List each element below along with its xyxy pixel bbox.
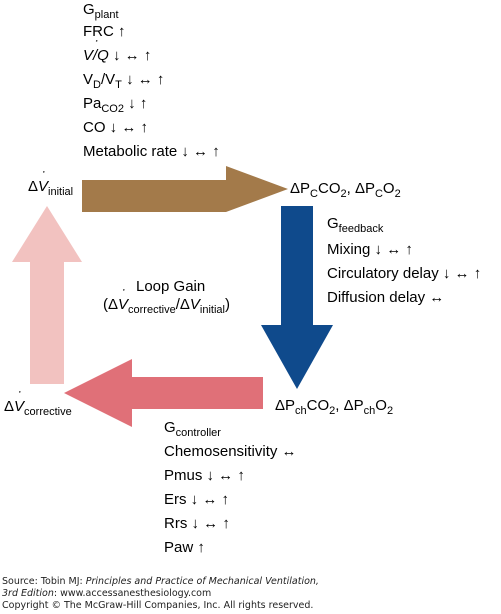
- plant-list: FRC ↑ V/Q ↓ ↔ ↑ VD/VT ↓ ↔ ↑ PaCO2 ↓ ↑ CO…: [83, 20, 220, 164]
- copyright-line: Copyright © The McGraw-Hill Companies, I…: [2, 600, 314, 611]
- controller-item-rrs: Rrs ↓ ↔ ↑: [164, 515, 230, 532]
- plant-item-vq: V/Q ↓ ↔ ↑: [83, 35, 220, 68]
- feedback-list: Mixing ↓ ↔ ↑ Circulatory delay ↓ ↔ ↑ Dif…: [327, 238, 481, 310]
- plant-item-co: CO ↓ ↔ ↑: [83, 119, 149, 136]
- feedback-item-mixing: Mixing ↓ ↔ ↑: [327, 241, 413, 258]
- plant-item-paco2: PaCO2 ↓ ↑: [83, 95, 148, 115]
- controller-title: Gcontroller: [164, 419, 221, 439]
- controller-list: Chemosensitivity ↔ Pmus ↓ ↔ ↑ Ers ↓ ↔ ↑ …: [164, 440, 297, 560]
- controller-item-paw: Paw ↑: [164, 539, 205, 556]
- plant-title: Gplant: [83, 1, 119, 21]
- controller-item-chemosensitivity: Chemosensitivity ↔: [164, 443, 297, 460]
- feedback-arrow: [261, 206, 333, 389]
- edition-line: 3rd Edition: www.accessanesthesiology.co…: [2, 588, 212, 599]
- loop-gain-formula: (ΔVcorrective/ΔVinitial): [103, 287, 230, 319]
- feedback-title: Gfeedback: [327, 215, 384, 235]
- node-delta-pch: ΔPchCO2, ΔPchO2: [275, 397, 394, 417]
- node-delta-pc: ΔPCCO2, ΔPCO2: [290, 180, 401, 200]
- plant-arrow: [82, 166, 288, 212]
- node-delta-v-initial: ΔVinitial: [28, 169, 73, 201]
- plant-item-metabolic: Metabolic rate ↓ ↔ ↑: [83, 143, 220, 160]
- corrective-arrow: [12, 206, 82, 384]
- node-delta-v-corrective: ΔVcorrective: [4, 389, 72, 421]
- controller-arrow: [64, 359, 263, 427]
- controller-item-ers: Ers ↓ ↔ ↑: [164, 491, 230, 508]
- source-line: Source: Tobin MJ: Principles and Practic…: [2, 576, 319, 587]
- feedback-item-circulatory: Circulatory delay ↓ ↔ ↑: [327, 265, 482, 282]
- plant-item-vdvt: VD/VT ↓ ↔ ↑: [83, 71, 165, 91]
- loop-gain-title: Loop Gain: [136, 278, 206, 295]
- feedback-item-diffusion: Diffusion delay ↔: [327, 289, 445, 306]
- controller-item-pmus: Pmus ↓ ↔ ↑: [164, 467, 245, 484]
